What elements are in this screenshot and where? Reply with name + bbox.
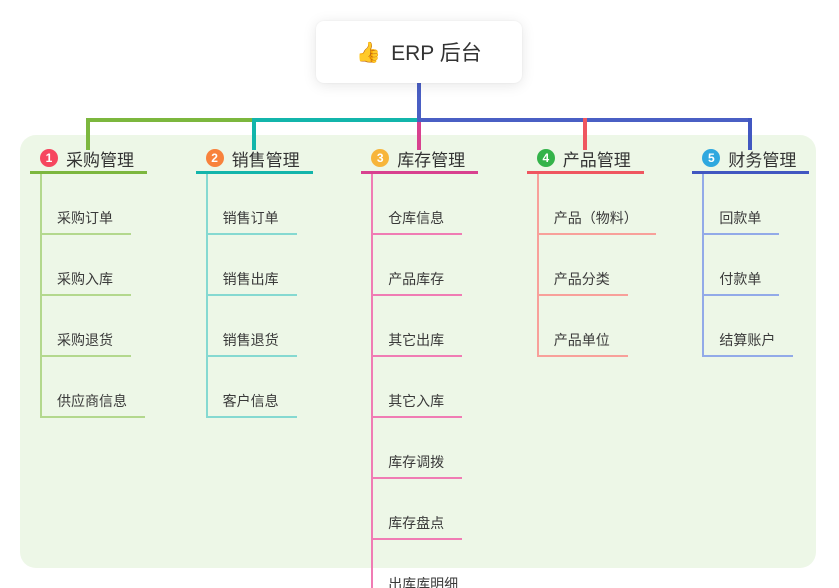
branch-node-2[interactable]: 2 销售管理 bbox=[195, 145, 313, 174]
branch-number-badge: 2 bbox=[205, 149, 224, 167]
branch-node-5[interactable]: 5 财务管理 bbox=[692, 145, 810, 174]
branch-number-badge: 5 bbox=[702, 149, 721, 167]
branch-2: 2 销售管理 销售订单销售出库销售退货客户信息 bbox=[195, 145, 336, 418]
child-node[interactable]: 采购订单 bbox=[42, 174, 131, 235]
mindmap-panel bbox=[20, 135, 816, 568]
branch-children: 回款单付款单结算账户 bbox=[702, 174, 832, 357]
branch-number-badge: 4 bbox=[536, 149, 555, 167]
branch-5: 5 财务管理 回款单付款单结算账户 bbox=[692, 145, 832, 357]
child-node[interactable]: 出库库明细 bbox=[373, 540, 476, 588]
branch-label: 销售管理 bbox=[231, 150, 300, 170]
child-node[interactable]: 供应商信息 bbox=[42, 357, 145, 418]
branch-label: 采购管理 bbox=[66, 150, 134, 170]
root-node[interactable]: 👍 ERP 后台 bbox=[316, 21, 522, 83]
branch-drop-1 bbox=[86, 118, 90, 150]
child-node[interactable]: 付款单 bbox=[704, 235, 780, 296]
branch-node-3[interactable]: 3 库存管理 bbox=[361, 145, 479, 174]
branch-label: 财务管理 bbox=[728, 150, 797, 170]
branch-1: 1 采购管理 采购订单采购入库采购退货供应商信息 bbox=[30, 145, 170, 418]
branch-children: 产品（物料）产品分类产品单位 bbox=[536, 174, 667, 357]
rail-segment-2 bbox=[251, 118, 422, 122]
child-node[interactable]: 结算账户 bbox=[704, 296, 794, 357]
child-node[interactable]: 库存调拨 bbox=[373, 418, 463, 479]
child-node[interactable]: 销售出库 bbox=[207, 235, 297, 296]
branch-drop-4 bbox=[582, 118, 587, 150]
child-node[interactable]: 回款单 bbox=[704, 174, 780, 235]
root-connector bbox=[417, 83, 422, 122]
child-node[interactable]: 销售退货 bbox=[207, 296, 297, 357]
branch-label: 库存管理 bbox=[397, 150, 466, 170]
branch-children: 仓库信息产品库存其它出库其它入库库存调拨库存盘点出库库明细 bbox=[371, 174, 501, 588]
branch-drop-5 bbox=[748, 118, 753, 150]
thumbs-up-icon: 👍 bbox=[356, 41, 382, 64]
branch-4: 4 产品管理 产品（物料）产品分类产品单位 bbox=[526, 145, 667, 357]
child-node[interactable]: 产品库存 bbox=[373, 235, 463, 296]
branch-node-1[interactable]: 1 采购管理 bbox=[30, 145, 147, 174]
child-node[interactable]: 客户信息 bbox=[207, 357, 297, 418]
child-node[interactable]: 产品（物料） bbox=[538, 174, 656, 235]
branch-number-badge: 1 bbox=[40, 149, 58, 167]
child-node[interactable]: 产品单位 bbox=[538, 296, 628, 357]
branch-children: 销售订单销售出库销售退货客户信息 bbox=[205, 174, 336, 418]
child-node[interactable]: 仓库信息 bbox=[373, 174, 463, 235]
branch-number-badge: 3 bbox=[371, 149, 390, 167]
child-node[interactable]: 采购退货 bbox=[42, 296, 131, 357]
branch-children: 采购订单采购入库采购退货供应商信息 bbox=[40, 174, 170, 418]
root-node-label: ERP 后台 bbox=[391, 42, 482, 65]
branch-3: 3 库存管理 仓库信息产品库存其它出库其它入库库存调拨库存盘点出库库明细 bbox=[361, 145, 501, 588]
rail-segment-1 bbox=[86, 118, 256, 122]
branch-label: 产品管理 bbox=[562, 150, 631, 170]
child-node[interactable]: 产品分类 bbox=[538, 235, 628, 296]
child-node[interactable]: 其它入库 bbox=[373, 357, 463, 418]
child-node[interactable]: 销售订单 bbox=[207, 174, 297, 235]
branch-drop-3 bbox=[417, 118, 422, 150]
child-node[interactable]: 其它出库 bbox=[373, 296, 463, 357]
child-node[interactable]: 采购入库 bbox=[42, 235, 131, 296]
child-node[interactable]: 库存盘点 bbox=[373, 479, 463, 540]
branch-drop-2 bbox=[251, 118, 256, 150]
branch-node-4[interactable]: 4 产品管理 bbox=[526, 145, 644, 174]
